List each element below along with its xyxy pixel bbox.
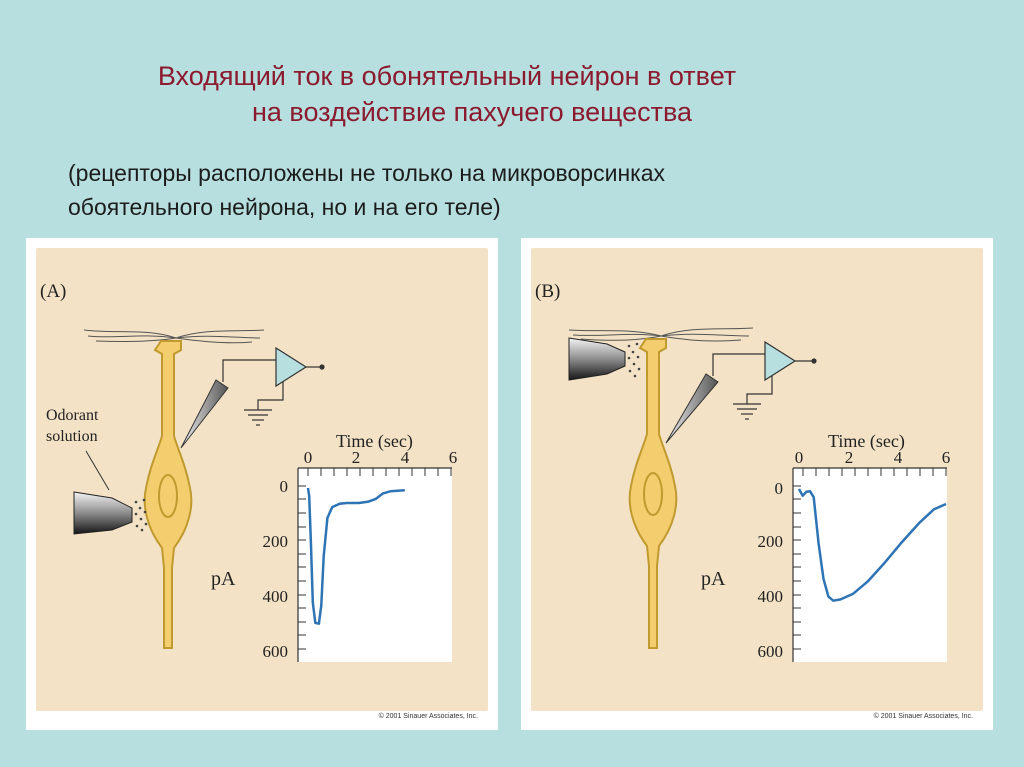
panel-a-plot-area: [298, 468, 452, 662]
panel-a-figure: (A) Odorant solution: [36, 248, 488, 720]
panel-a-x-tick-4: 4: [401, 448, 410, 467]
panel-b-y-tick-400: 400: [758, 587, 784, 606]
panel-b-odorant-pipette: [568, 337, 626, 381]
panel-b-x-tick-0: 0: [795, 448, 804, 467]
slide-subtitle-line-2: обоятельного нейрона, но и на его теле): [68, 194, 501, 220]
panel-a-x-tick-6: 6: [449, 448, 458, 467]
panel-b-x-tick-2: 2: [845, 448, 854, 467]
panel-a-x-minor-ticks: [307, 468, 452, 476]
panel-b-y-axis: 0 200 400 600: [758, 468, 801, 662]
panel-b-y-tick-600: 600: [758, 642, 784, 661]
panel-b-label: (B): [535, 281, 560, 302]
panel-b-y-label: pA: [701, 568, 726, 590]
panel-a-electrode: [180, 379, 229, 449]
panel-b-cilia: [568, 327, 754, 342]
panel-a-odorant-spray: [134, 498, 148, 532]
panel-a-cilia: [83, 329, 265, 344]
panel-a-current-trace: [306, 487, 405, 625]
panel-b-odorant-spray: [627, 342, 641, 378]
panel-b-electrode: [665, 373, 719, 444]
panel-a-x-tick-2: 2: [352, 448, 361, 467]
slide-subtitle-line-1: (рецепторы расположены не только на микр…: [68, 160, 666, 186]
slide-title-line-1: Входящий ток в обонятельный нейрон в отв…: [157, 61, 737, 91]
panel-a-nucleus: [158, 474, 178, 518]
panel-b-y-minor-ticks: [793, 485, 801, 650]
panel-a-y-tick-200: 200: [263, 532, 289, 551]
panel-b-y-tick-200: 200: [758, 532, 784, 551]
panel-a-copyright: © 2001 Sinauer Associates, Inc.: [379, 712, 478, 720]
panel-b-amplifier: [712, 340, 817, 420]
panel-b-current-trace: [797, 488, 947, 602]
panel-b-y-tick-0: 0: [775, 479, 784, 498]
panel-b-nucleus: [643, 472, 663, 516]
panel-a-axis-title: Time (sec): [336, 431, 413, 452]
panel-b-x-axis: 0 2 4 6: [793, 448, 950, 476]
panel-b-x-tick-6: 6: [942, 448, 951, 467]
panel-a-y-tick-400: 400: [263, 587, 289, 606]
panel-b-x-tick-4: 4: [894, 448, 903, 467]
slide-title: Входящий ток в обонятельный нейрон в отв…: [0, 58, 1024, 130]
panel-b-x-minor-ticks: [802, 468, 947, 476]
panel-a-odorant-pointer: [85, 450, 110, 491]
panel-a-odorant-label-2: solution: [46, 428, 98, 445]
panel-b-plot-area: [793, 468, 947, 662]
panel-b-copyright: © 2001 Sinauer Associates, Inc.: [874, 712, 973, 720]
panel-b: (B): [521, 238, 993, 730]
panel-a-y-label: pA: [211, 568, 236, 590]
slide-title-line-2: на воздействие пахучего вещества: [251, 97, 693, 127]
panel-a-y-axis: 0 200 400 600: [263, 468, 306, 662]
panel-a-label: (A): [40, 281, 66, 302]
panel-a-odorant-label-1: Odorant: [46, 407, 99, 424]
panel-b-axis-title: Time (sec): [828, 431, 905, 452]
panel-a-x-axis: 0 2 4 6: [298, 448, 457, 476]
panel-a-y-tick-0: 0: [280, 477, 289, 496]
panel-a: (A) Odorant solution: [26, 238, 498, 730]
panel-b-figure: (B): [531, 248, 983, 720]
panel-a-y-minor-ticks: [298, 485, 306, 650]
panel-a-amplifier: [222, 346, 325, 426]
panel-a-y-tick-600: 600: [263, 642, 289, 661]
slide-subtitle: (рецепторы расположены не только на микр…: [68, 156, 888, 224]
panel-a-odorant-pipette: [73, 491, 133, 535]
panel-a-x-tick-0: 0: [304, 448, 313, 467]
